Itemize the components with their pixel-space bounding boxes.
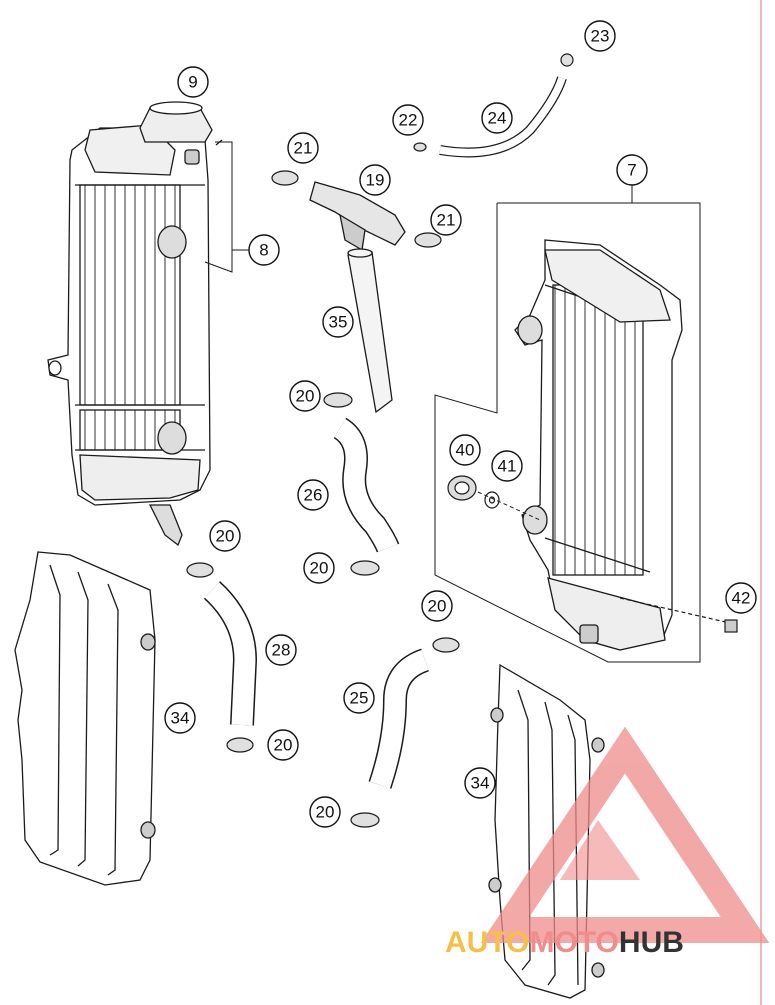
callout-25: 25 — [343, 682, 375, 714]
callout-20a: 20 — [289, 380, 321, 412]
callout-23-label: 23 — [591, 27, 610, 46]
callout-20b: 20 — [209, 520, 241, 552]
callout-20f-label: 20 — [316, 803, 335, 822]
callout-21a-label: 21 — [294, 139, 313, 158]
watermark-text-hub: HUB — [619, 926, 684, 959]
assembly-bracket-8 — [204, 141, 250, 273]
watermark-text: AUTOMOTOHUB — [445, 926, 684, 959]
callout-26-label: 26 — [304, 486, 323, 505]
callout-20d-label: 20 — [274, 736, 293, 755]
hose-clamps — [186, 53, 574, 828]
watermark-text-moto: MOTO — [529, 926, 618, 959]
callout-34a: 34 — [164, 702, 196, 734]
right-radiator — [514, 239, 683, 651]
callout-34b: 34 — [464, 767, 496, 799]
hose-28 — [203, 581, 258, 726]
screw-42 — [619, 597, 738, 633]
callout-20c-label: 20 — [310, 559, 329, 578]
callout-35: 35 — [322, 306, 354, 338]
left-shroud — [14, 551, 156, 886]
callout-34a-label: 34 — [171, 709, 190, 728]
callout-24-label: 24 — [488, 109, 507, 128]
hose-24 — [439, 76, 567, 158]
washer-41 — [484, 491, 500, 509]
callout-42: 42 — [725, 582, 757, 614]
callout-40: 40 — [449, 434, 481, 466]
callout-20e-label: 20 — [428, 597, 447, 616]
callout-19: 19 — [359, 164, 391, 196]
callout-7-label: 7 — [627, 161, 636, 180]
grommet-40 — [447, 475, 477, 501]
leader-lines — [477, 491, 541, 521]
t-piece-fitting — [309, 181, 406, 252]
pipe-35 — [347, 248, 393, 414]
callout-7: 7 — [616, 154, 648, 186]
callout-28: 28 — [265, 634, 297, 666]
callout-23: 23 — [584, 20, 616, 52]
callout-20e: 20 — [421, 590, 453, 622]
callout-21a: 21 — [287, 132, 319, 164]
callout-35-label: 35 — [329, 313, 348, 332]
left-radiator — [47, 124, 211, 547]
radiator-cap — [139, 101, 223, 146]
callout-22: 22 — [392, 104, 424, 136]
callout-20b-label: 20 — [216, 527, 235, 546]
watermark-logo — [480, 726, 770, 943]
callout-21b: 21 — [430, 204, 462, 236]
callout-20a-label: 20 — [296, 387, 315, 406]
callout-19-label: 19 — [366, 171, 385, 190]
callout-9-label: 9 — [188, 73, 197, 92]
callout-20f: 20 — [309, 796, 341, 828]
hose-25 — [368, 648, 430, 789]
callout-41: 41 — [491, 450, 523, 482]
callout-26: 26 — [297, 479, 329, 511]
callout-22-label: 22 — [399, 111, 418, 130]
callout-9: 9 — [177, 66, 209, 98]
callout-8: 8 — [248, 234, 280, 266]
callout-24: 24 — [481, 102, 513, 134]
callout-21b-label: 21 — [437, 211, 456, 230]
assembly-bracket-7 — [434, 185, 701, 663]
callout-8-label: 8 — [259, 241, 268, 260]
callout-42-label: 42 — [732, 589, 751, 608]
callout-25-label: 25 — [350, 689, 369, 708]
callout-41-label: 41 — [498, 457, 517, 476]
callout-20d: 20 — [267, 729, 299, 761]
callout-20c: 20 — [303, 552, 335, 584]
callout-40-label: 40 — [456, 441, 475, 460]
callout-28-label: 28 — [272, 641, 291, 660]
hose-26 — [333, 417, 400, 553]
callout-34b-label: 34 — [471, 774, 490, 793]
watermark-text-auto: AUTO — [445, 926, 529, 959]
